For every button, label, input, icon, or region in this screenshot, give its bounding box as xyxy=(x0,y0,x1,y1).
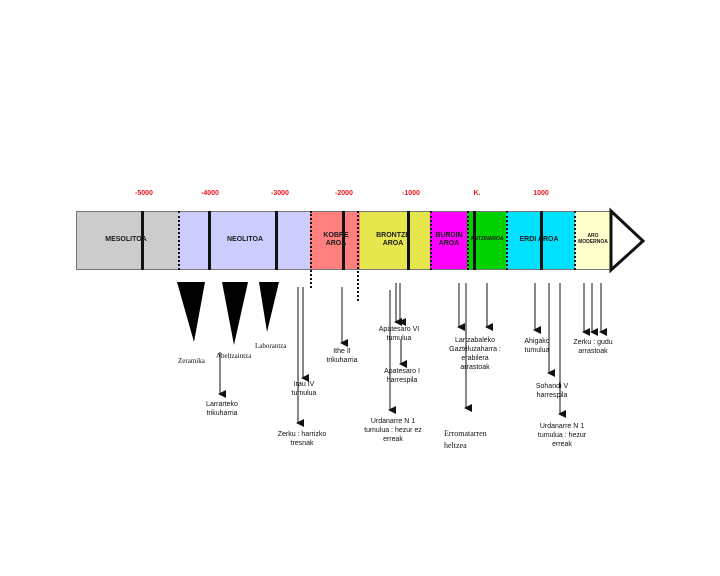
label-brontze-aroa: BRONTZE AROA xyxy=(376,231,410,247)
event-ahigako: Ahigako tumulua xyxy=(524,338,550,355)
label-antzinaroa: ANTZINAROA xyxy=(470,236,504,243)
period-boundary xyxy=(467,211,469,270)
period-aro-modernoa xyxy=(575,211,611,270)
year-label-k: K. xyxy=(473,190,481,197)
millennium-line xyxy=(141,211,144,270)
event-zerku-gudu: Zerku : gudu arrastoak xyxy=(573,339,613,356)
label-aro-modernoa: ARO MODERNOA xyxy=(578,233,608,245)
label-kobre-aroa: KOBRE AROA xyxy=(323,231,349,247)
label-burdin-aroa: BURDIN AROA xyxy=(435,231,463,247)
event-zerku-harrizko: Zerku : harrizko tresnak xyxy=(277,431,327,448)
year-label-1000: 1000 xyxy=(533,190,549,197)
label-mesolitoa: MESOLITOA xyxy=(105,235,147,243)
laborantza-wedge xyxy=(259,282,279,332)
period-mesolitoa xyxy=(76,211,179,270)
millennium-line xyxy=(342,211,345,270)
abeltzaintza-wedge xyxy=(222,282,248,345)
period-brontze-aroa xyxy=(360,211,430,270)
period-boundary xyxy=(178,211,180,270)
event-apatesaro-i: Apatesaro I harrespila xyxy=(384,368,420,385)
millennium-line xyxy=(473,211,476,270)
millennium-line xyxy=(540,211,543,270)
period-boundary xyxy=(310,211,312,288)
label-erdi-aroa: ERDI AROA xyxy=(519,235,559,243)
period-neolitoa xyxy=(179,211,310,270)
event-laborantza: Laborantza xyxy=(255,342,287,350)
event-irau-iv: Irau IV tumulua xyxy=(291,381,317,398)
timeline-arrow-head xyxy=(609,207,646,274)
year-label-minus-4000: -4000 xyxy=(201,190,219,197)
label-neolitoa: NEOLITOA xyxy=(226,235,264,243)
period-boundary xyxy=(574,211,576,270)
year-label-minus-2000: -2000 xyxy=(335,190,353,197)
millennium-line xyxy=(208,211,211,270)
period-kobre-aroa xyxy=(310,211,360,270)
event-ithe-ii: Ithe II trikuharria xyxy=(326,348,358,365)
event-abeltzaintza: Abeltzaintza xyxy=(216,352,252,360)
event-sohandi-v: Sohandi V harrespila xyxy=(535,383,569,400)
millennium-line xyxy=(275,211,278,270)
event-urdanarre-2: Urdanarre N 1 tumulua : hezur erreak xyxy=(537,423,587,449)
event-erromatarren: Erromatarren heltzea xyxy=(444,429,487,450)
event-apatesaro-vi: Apatesaro VI tumulua xyxy=(378,326,420,343)
period-burdin-aroa xyxy=(430,211,467,270)
millennium-line xyxy=(407,211,410,270)
year-label-minus-5000: -5000 xyxy=(135,190,153,197)
event-zeramika: Zeramika xyxy=(178,357,205,365)
period-boundary xyxy=(506,211,508,270)
year-label-minus-1000: -1000 xyxy=(402,190,420,197)
zeramika-wedge xyxy=(177,282,205,342)
event-lartzabaleko: Lartzabaleko Gazteluzaharra : erabilera … xyxy=(449,337,501,372)
event-larrarteko: Larrarteko trikuharria xyxy=(206,401,238,418)
event-urdanarre-1: Urdanarre N 1 tumulua : hezur ez erreak xyxy=(364,418,422,444)
period-boundary xyxy=(357,211,359,301)
year-label-minus-3000: -3000 xyxy=(271,190,289,197)
period-boundary xyxy=(430,211,432,270)
